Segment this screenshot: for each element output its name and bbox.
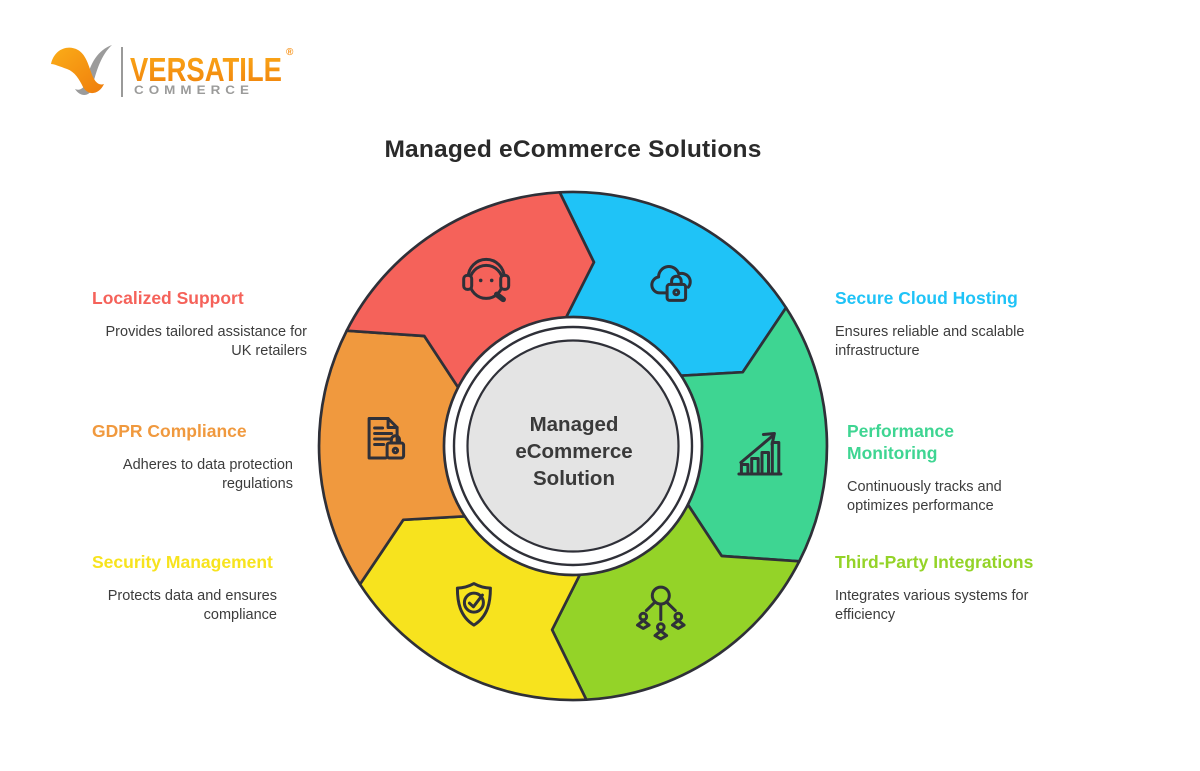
shield-check-icon bbox=[455, 582, 492, 627]
wheel-center-label: Managed eCommerce Solution bbox=[515, 413, 633, 490]
integration-icon bbox=[635, 585, 686, 641]
label-localized-support: Localized Support Provides tailored assi… bbox=[92, 287, 307, 360]
page-title: Managed eCommerce Solutions bbox=[384, 136, 762, 163]
label-heading: Secure Cloud Hosting bbox=[835, 288, 1018, 308]
label-secure-cloud-hosting: Secure Cloud Hosting Ensures reliable an… bbox=[835, 287, 1075, 360]
label-performance-monitoring: Performance Monitoring Continuously trac… bbox=[847, 420, 1077, 515]
label-heading: GDPR Compliance bbox=[92, 421, 247, 441]
label-security-management: Security Management Protects data and en… bbox=[92, 551, 277, 624]
cloud-lock-icon bbox=[650, 265, 692, 302]
versatile-v-mark bbox=[51, 45, 112, 95]
label-description: Adheres to data protection regulations bbox=[122, 457, 293, 492]
center-circle bbox=[466, 339, 680, 553]
label-description: Integrates various systems for efficienc… bbox=[835, 588, 1029, 623]
logo-sub-text: COMMERCE bbox=[134, 83, 254, 97]
label-description: Ensures reliable and scalable infrastruc… bbox=[835, 324, 1025, 359]
label-heading: Performance Monitoring bbox=[847, 421, 954, 463]
label-description: Continuously tracks and optimizes perfor… bbox=[847, 479, 1002, 514]
registered-mark: ® bbox=[286, 47, 294, 58]
segment-performance-monitoring bbox=[679, 306, 829, 563]
growth-chart-icon bbox=[737, 432, 783, 476]
logo-brand-text: VERSATILE bbox=[130, 51, 282, 88]
label-heading: Localized Support bbox=[92, 288, 244, 308]
versatile-logo: VERSATILE ® COMMERCE bbox=[51, 45, 294, 97]
headset-icon bbox=[462, 257, 511, 303]
label-description: Provides tailored assistance for UK reta… bbox=[105, 324, 308, 359]
label-gdpr-compliance: GDPR Compliance Adheres to data protecti… bbox=[92, 420, 293, 493]
logo-divider bbox=[121, 47, 123, 97]
label-third-party-integrations: Third-Party Integrations Integrates vari… bbox=[835, 551, 1075, 624]
document-lock-icon bbox=[367, 417, 406, 460]
segment-third-party-integrations bbox=[550, 503, 801, 702]
label-heading: Third-Party Integrations bbox=[835, 552, 1034, 572]
label-description: Protects data and ensures compliance bbox=[107, 588, 277, 623]
label-heading: Security Management bbox=[92, 552, 273, 572]
